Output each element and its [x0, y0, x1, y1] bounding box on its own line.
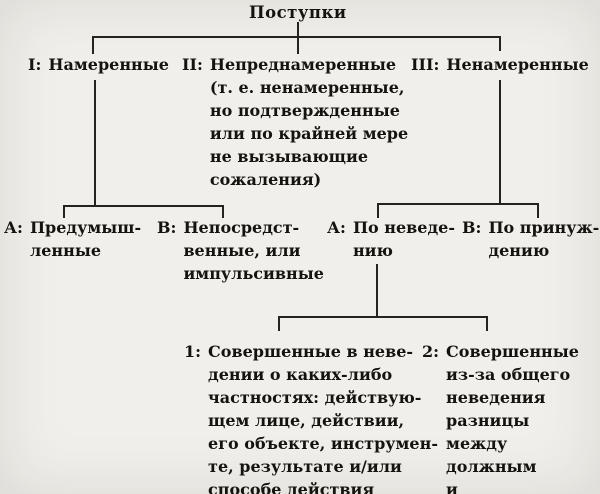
node-premeditated: А: Предумыш- ленные — [4, 216, 141, 262]
node-ignorance-general: 2: Совершенные из-за общего неведения ра… — [422, 340, 600, 494]
edge-bracket-right-horizontal — [377, 203, 539, 205]
node-unintentional-label: Ненамеренные — [446, 55, 589, 74]
node-unpremeditated-label: Непреднамеренные (т. е. ненамеренные, но… — [209, 55, 409, 189]
edge-bracket-right-drop-a — [377, 203, 379, 218]
edge-branch-iii-vertical — [499, 80, 501, 205]
node-premeditated-label: Предумыш- ленные — [29, 218, 142, 260]
edge-bracket-bottom-drop-1 — [278, 316, 280, 331]
node-by-compulsion: В: По принуж- дению — [462, 216, 599, 262]
node-unpremeditated: II: Непреднамеренные (т. е. ненамеренные… — [182, 53, 408, 191]
node-by-compulsion-label: По принуж- дению — [488, 218, 600, 260]
edge-bracket-right-drop-b — [537, 203, 539, 218]
node-impulsive-label: Непосредст- венные, или импульсивные — [183, 218, 324, 283]
node-unintentional-index: III: — [411, 55, 440, 74]
node-intentional-label: Намеренные — [48, 55, 169, 74]
edge-bracket-left-drop-b — [222, 205, 224, 218]
node-by-ignorance-index: А: — [327, 218, 346, 237]
edge-top-drop-right — [499, 36, 501, 51]
node-root-label: Поступки — [249, 3, 347, 22]
edge-ignorance-vertical — [376, 264, 378, 317]
edge-root-vertical — [297, 22, 299, 54]
node-unpremeditated-index: II: — [182, 55, 203, 74]
node-root: Поступки — [249, 1, 347, 24]
edge-bracket-bottom-horizontal — [278, 316, 488, 318]
node-unintentional: III: Ненамеренные — [411, 53, 589, 76]
edge-bracket-left-horizontal — [63, 205, 224, 207]
edge-bracket-bottom-drop-2 — [486, 316, 488, 331]
edge-top-horizontal — [92, 36, 501, 38]
node-by-ignorance: А: По неведе- нию — [327, 216, 455, 262]
node-intentional-index: I: — [28, 55, 42, 74]
node-by-compulsion-index: В: — [462, 218, 482, 237]
node-ignorance-particulars: 1: Совершенные в неве- дении о каких-либ… — [184, 340, 438, 494]
node-ignorance-particulars-index: 1: — [184, 342, 202, 361]
node-ignorance-general-index: 2: — [422, 342, 440, 361]
node-intentional: I: Намеренные — [28, 53, 169, 76]
node-impulsive-index: В: — [157, 218, 177, 237]
node-ignorance-general-label: Совершенные из-за общего неведения разни… — [446, 342, 579, 494]
edge-top-drop-left — [92, 36, 94, 54]
edge-bracket-left-drop-a — [63, 205, 65, 218]
node-premeditated-index: А: — [4, 218, 23, 237]
node-ignorance-particulars-label: Совершенные в неве- дении о каких-либо ч… — [208, 342, 438, 494]
node-by-ignorance-label: По неведе- нию — [352, 218, 455, 260]
edge-branch-i-vertical — [94, 80, 96, 207]
node-impulsive: В: Непосредст- венные, или импульсивные — [157, 216, 324, 285]
